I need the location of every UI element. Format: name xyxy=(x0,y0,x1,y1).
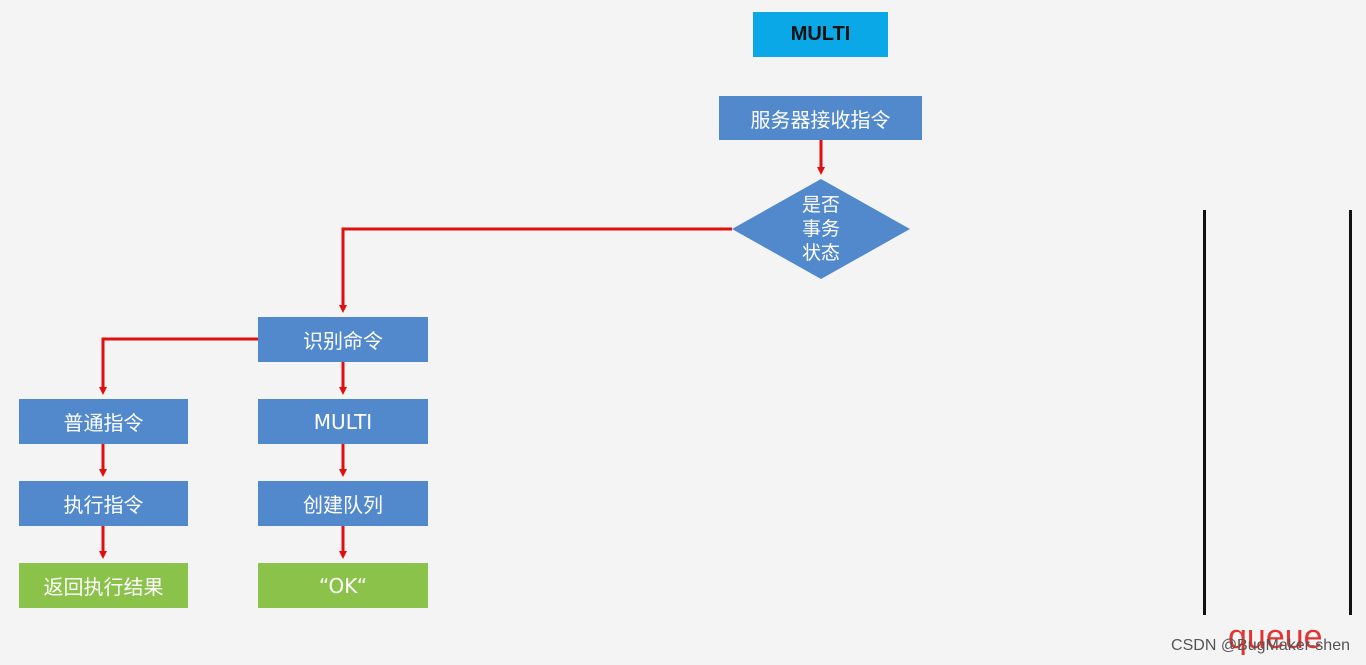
execute-command-box: 执行指令 xyxy=(19,481,188,526)
return-result-label: 返回执行结果 xyxy=(43,575,164,599)
ok-response-label: “OK“ xyxy=(318,573,368,598)
ok-response-box: “OK“ xyxy=(258,563,428,608)
watermark: CSDN @BugMaker-shen xyxy=(1171,637,1350,654)
identify-command-box: 识别命令 xyxy=(258,317,428,362)
multi-box: MULTI xyxy=(258,399,428,444)
decision-line-1: 是否 xyxy=(801,194,840,216)
multi-label: MULTI xyxy=(313,409,373,434)
identify-command-label: 识别命令 xyxy=(303,329,383,353)
decision-line-3: 状态 xyxy=(801,242,840,264)
execute-command-label: 执行指令 xyxy=(63,493,144,517)
receive-command-label: 服务器接收指令 xyxy=(750,107,891,132)
decision-line-2: 事务 xyxy=(801,218,840,240)
arrow-identify-to-normal xyxy=(99,337,258,395)
queue-label: queue xyxy=(1228,618,1323,656)
create-queue-box: 创建队列 xyxy=(258,481,428,526)
return-result-box: 返回执行结果 xyxy=(19,563,188,608)
normal-command-label: 普通指令 xyxy=(63,411,144,435)
create-queue-label: 创建队列 xyxy=(303,493,383,517)
title-box: MULTI xyxy=(753,12,888,57)
arrow-decision-to-identify xyxy=(339,227,732,313)
title-text: MULTI xyxy=(790,23,851,45)
queue-left-wall xyxy=(1203,210,1206,615)
receive-command-box: 服务器接收指令 xyxy=(719,96,922,140)
queue-right-wall xyxy=(1349,210,1352,615)
decision-label: 是否 事务 状态 xyxy=(732,179,910,279)
decision-diamond xyxy=(732,179,910,279)
normal-command-box: 普通指令 xyxy=(19,399,188,444)
